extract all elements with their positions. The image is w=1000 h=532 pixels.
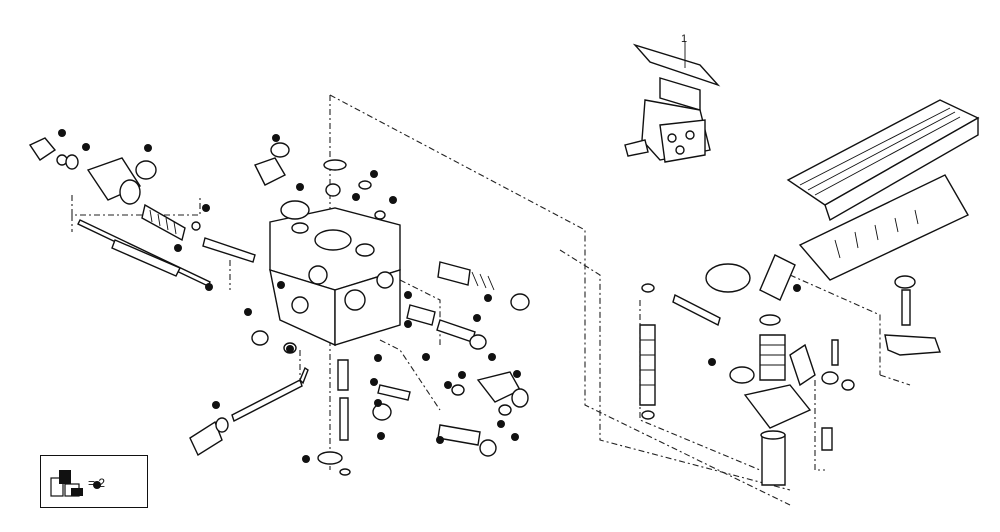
valve-body <box>254 142 401 347</box>
lower-plunger <box>189 330 351 476</box>
pedal-valve-assembly-thumbnail <box>624 43 721 163</box>
legend-box <box>40 455 148 508</box>
pedal-base-components <box>639 254 941 486</box>
left-valve-components <box>28 137 256 287</box>
foot-pedal <box>786 99 980 281</box>
legend-quantity-label: = 2 <box>88 476 106 490</box>
spool-components <box>372 261 530 457</box>
callout-dots <box>58 129 801 463</box>
dashed-assembly-lines <box>71 94 911 506</box>
legend-parts-icon <box>50 470 101 497</box>
callout-number: 1 <box>681 33 688 45</box>
